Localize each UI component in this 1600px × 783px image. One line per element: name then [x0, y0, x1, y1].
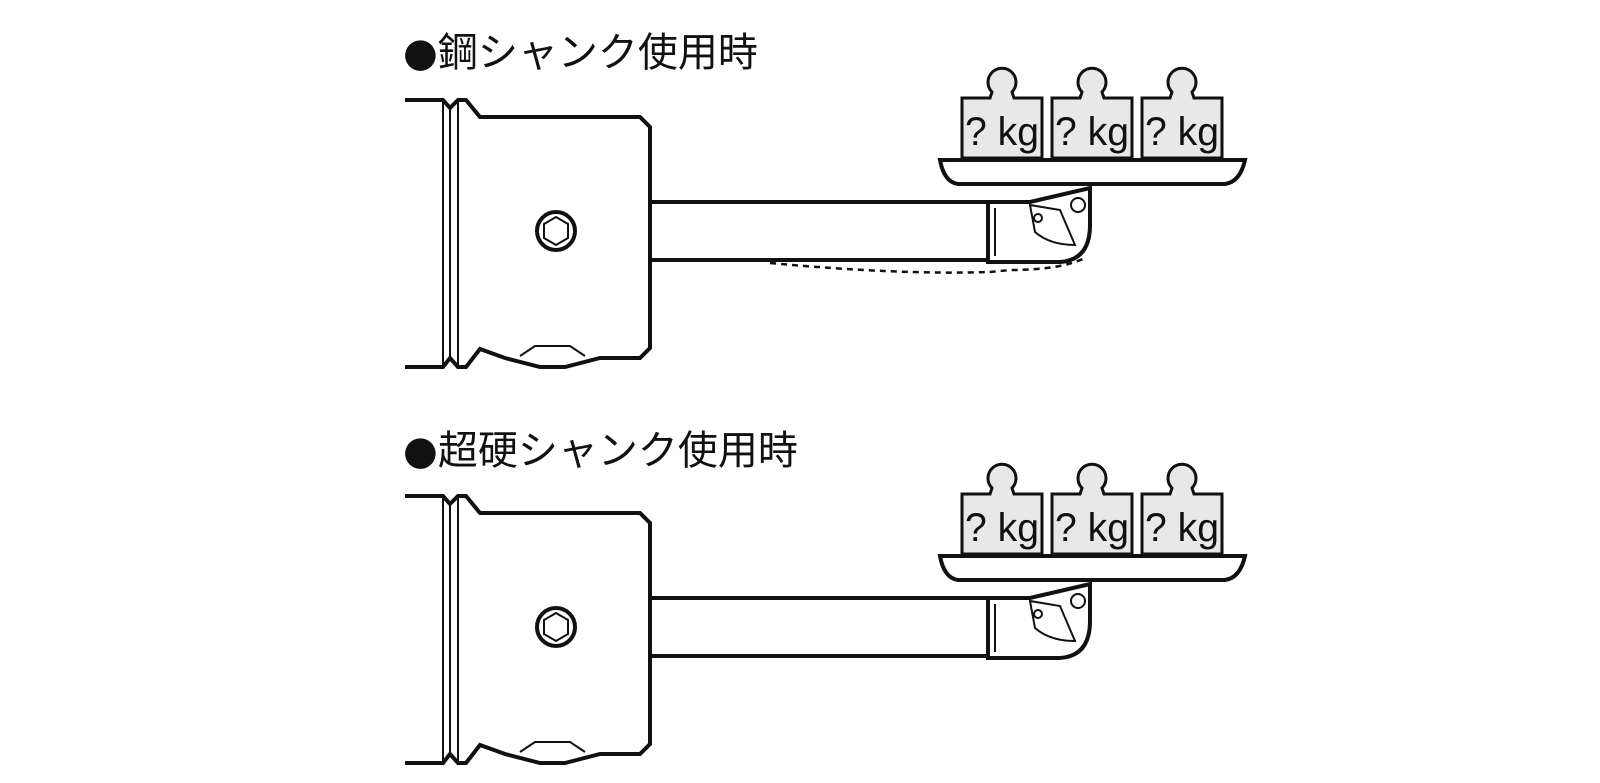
- carbide-shank-title: ●超硬シャンク使用時: [403, 428, 798, 474]
- boring-bar-head: [986, 185, 1092, 264]
- steel-shank: [648, 200, 990, 262]
- weight-label: ? kg: [1055, 110, 1129, 154]
- weight-block: ? kg: [960, 462, 1044, 556]
- boring-bar-head: [986, 581, 1092, 660]
- carbide-shank: [648, 596, 990, 658]
- weight-block: ? kg: [1140, 66, 1224, 160]
- weight-tray: [937, 158, 1248, 186]
- weight-label: ? kg: [1145, 110, 1219, 154]
- hex-socket-bolt-icon: [535, 606, 577, 648]
- weights: ? kg ? kg ? kg: [960, 462, 1224, 556]
- weight-block: ? kg: [960, 66, 1044, 160]
- weight-label: ? kg: [965, 506, 1039, 550]
- tool-holder: [405, 98, 652, 369]
- weight-label: ? kg: [965, 110, 1039, 154]
- weight-tray: [937, 554, 1248, 582]
- weights: ? kg ? kg ? kg: [960, 66, 1224, 160]
- weight-label: ? kg: [1055, 506, 1129, 550]
- hex-socket-bolt-icon: [535, 210, 577, 252]
- carbide-shank-diagram: ●超硬シャンク使用時 ? kg ? kg ? kg: [403, 428, 1248, 765]
- weight-block: ? kg: [1050, 462, 1134, 556]
- weight-block: ? kg: [1050, 66, 1134, 160]
- cutting-insert-icon: [1028, 593, 1086, 643]
- cutting-insert-icon: [1028, 197, 1086, 247]
- shank-deflection-line: [769, 256, 1086, 274]
- steel-shank-title: ●鋼シャンク使用時: [403, 30, 758, 76]
- weight-block: ? kg: [1140, 462, 1224, 556]
- steel-shank-diagram: ●鋼シャンク使用時 ? kg ? kg ? kg: [403, 30, 1248, 369]
- weight-label: ? kg: [1145, 506, 1219, 550]
- tool-holder: [405, 494, 652, 765]
